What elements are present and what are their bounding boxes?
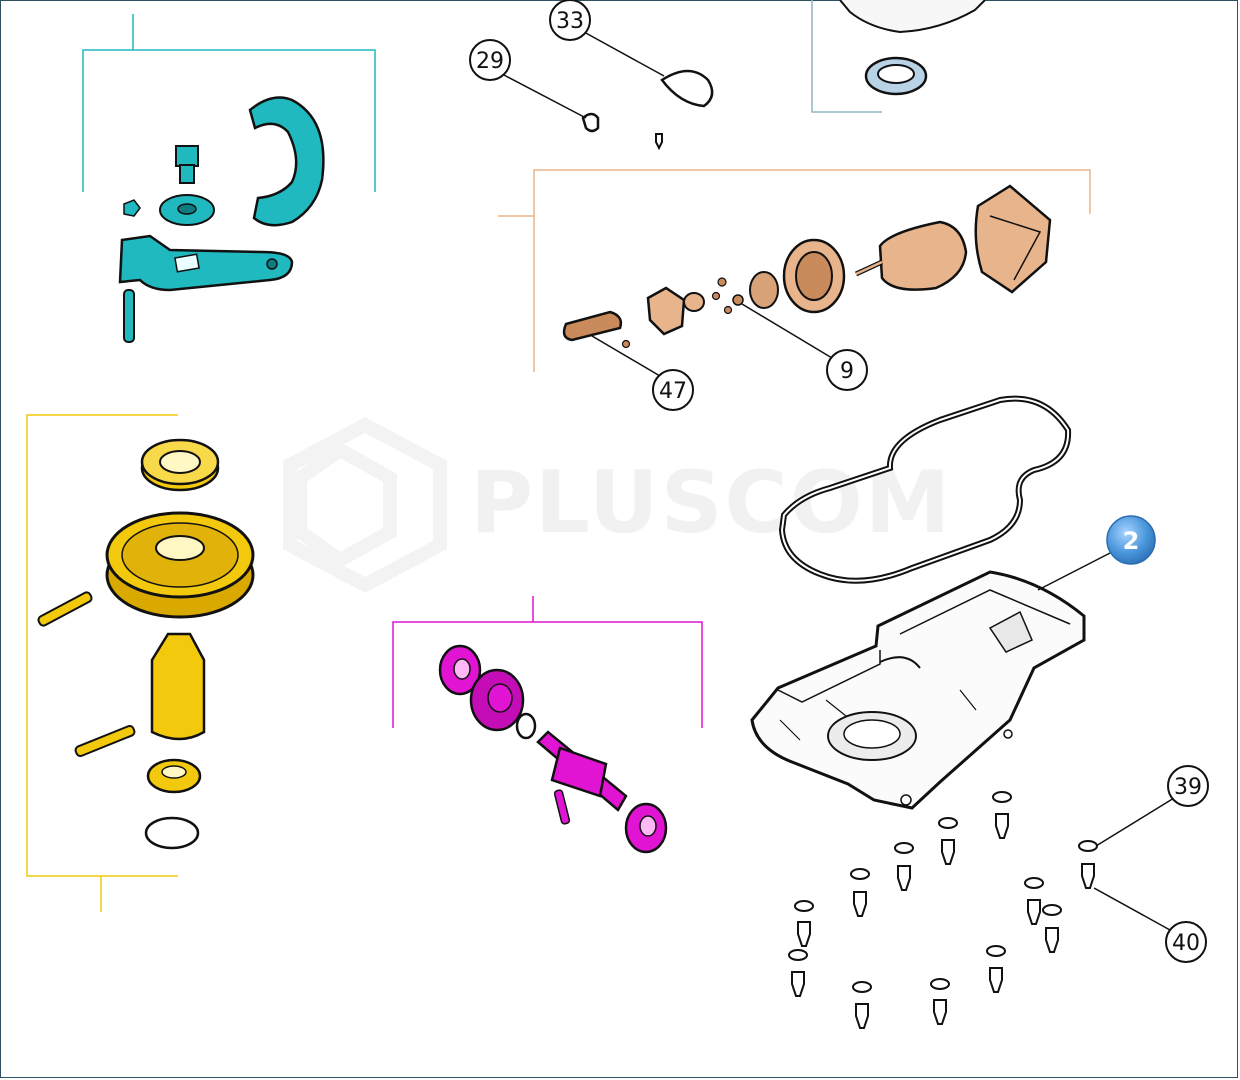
svg-text:2: 2 [1123, 527, 1140, 555]
magenta-part-group[interactable] [392, 596, 703, 854]
orange-part-group[interactable] [498, 169, 1091, 372]
leader-lines [501, 31, 1175, 931]
callout-9[interactable]: 9 [826, 349, 868, 391]
callout-40[interactable]: 40 [1165, 921, 1207, 963]
watermark: PLUSCOM [283, 417, 952, 593]
cyan-part-group[interactable] [82, 14, 376, 343]
svg-text:39: 39 [1174, 775, 1202, 800]
callout-39[interactable]: 39 [1167, 765, 1209, 807]
housing-gasket-part[interactable] [778, 395, 1072, 584]
plug-part[interactable] [581, 112, 600, 133]
small-screw-part[interactable] [655, 133, 663, 151]
svg-text:47: 47 [659, 379, 687, 404]
cover-plate-part[interactable] [660, 69, 714, 108]
svg-text:29: 29 [476, 49, 504, 74]
housing-partial[interactable] [811, 0, 986, 113]
callout-2[interactable]: 2 [1106, 515, 1156, 565]
svg-text:33: 33 [556, 9, 584, 34]
watermark-text: PLUSCOM [470, 453, 952, 553]
callout-33[interactable]: 33 [549, 0, 591, 41]
yellow-part-group[interactable] [26, 414, 255, 912]
callout-29[interactable]: 29 [469, 39, 511, 81]
callout-47[interactable]: 47 [652, 369, 694, 411]
svg-text:9: 9 [840, 359, 854, 384]
svg-text:40: 40 [1172, 931, 1200, 956]
housing-screw-set[interactable] [788, 791, 1098, 1029]
shaft-seal-part[interactable] [864, 56, 928, 96]
lower-housing-part[interactable] [750, 570, 1086, 810]
